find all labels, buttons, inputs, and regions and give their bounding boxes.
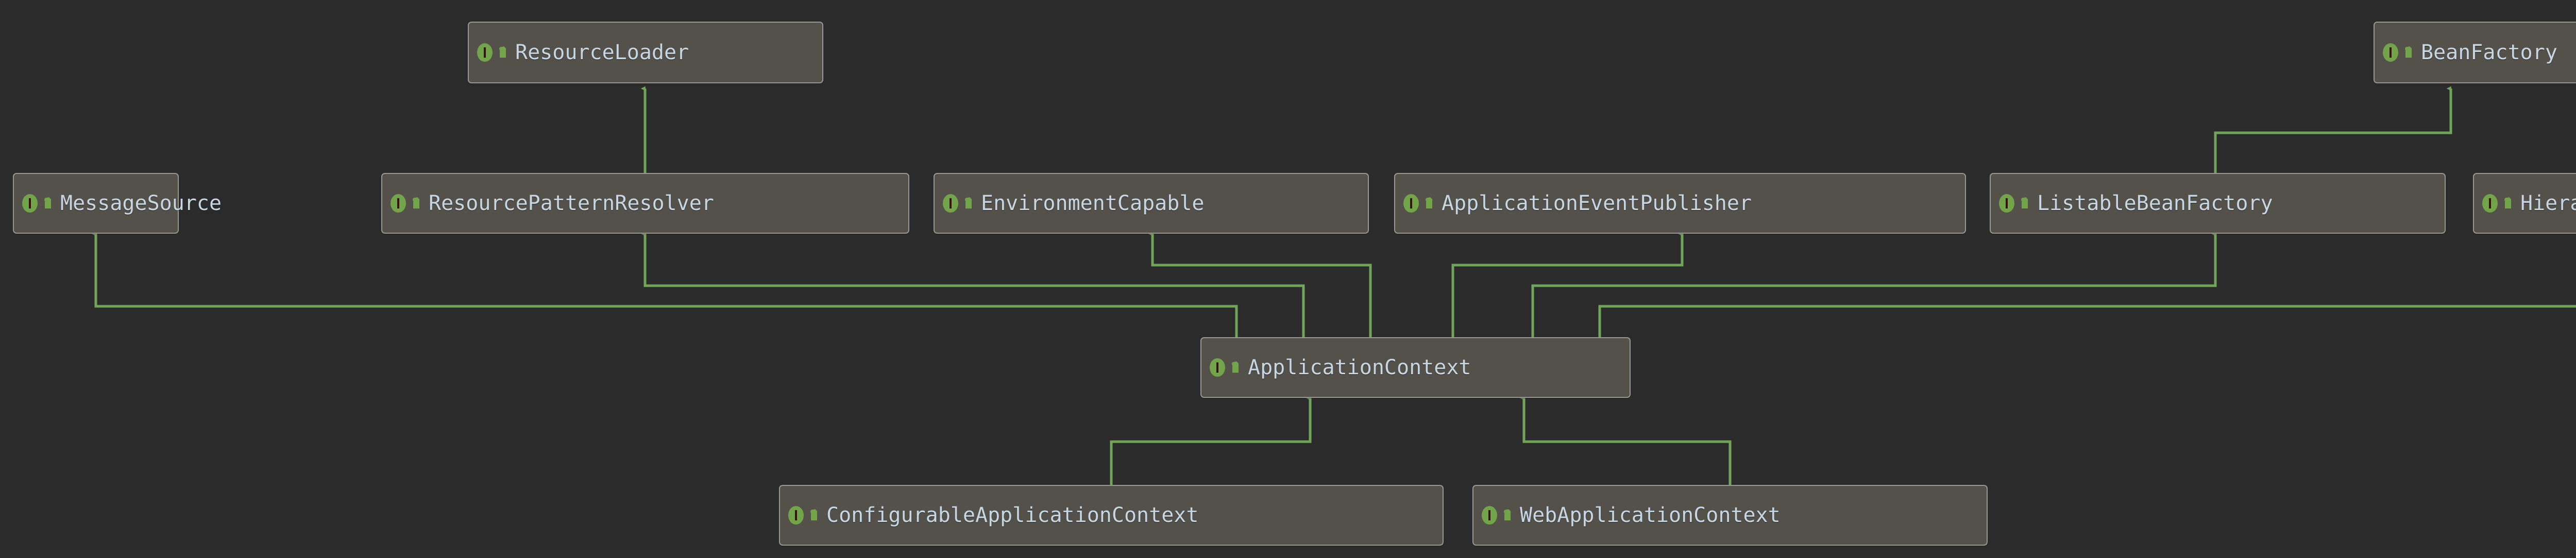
class-node-web-application-context[interactable]: WebApplicationContext — [1472, 485, 1988, 546]
interface-icon — [1998, 192, 2015, 215]
class-node-application-event-publisher[interactable]: ApplicationEventPublisher — [1394, 173, 1966, 234]
public-key-icon — [1422, 192, 1435, 215]
class-node-application-context[interactable]: ApplicationContext — [1200, 337, 1631, 398]
public-key-icon — [2018, 192, 2031, 215]
edge-ac-to-ms — [96, 234, 1236, 337]
class-node-environment-capable[interactable]: EnvironmentCapable — [934, 173, 1369, 234]
class-node-resource-loader[interactable]: ResourceLoader — [468, 22, 823, 83]
class-node-message-source[interactable]: MessageSource — [13, 173, 179, 234]
interface-icon — [1209, 356, 1226, 379]
node-icon-group — [1209, 356, 1242, 379]
public-key-icon — [496, 41, 509, 64]
class-node-configurable-application-context[interactable]: ConfigurableApplicationContext — [779, 485, 1444, 546]
interface-icon — [476, 41, 494, 64]
edge-lbf-to-bf — [2215, 89, 2451, 173]
class-node-listable-bean-factory[interactable]: ListableBeanFactory — [1990, 173, 2446, 234]
node-icon-group — [21, 192, 54, 215]
public-key-icon — [41, 192, 54, 215]
public-key-icon — [1500, 504, 1514, 527]
edge-ac-to-ec — [1153, 234, 1370, 337]
public-key-icon — [2501, 192, 2514, 215]
node-icon-group — [942, 192, 975, 215]
public-key-icon — [807, 504, 820, 527]
interface-icon — [1481, 504, 1498, 527]
class-name-web-application-context: WebApplicationContext — [1520, 505, 1781, 526]
node-icon-group — [2481, 192, 2514, 215]
node-icon-group — [1998, 192, 2031, 215]
interface-icon — [1402, 192, 1420, 215]
class-name-resource-loader: ResourceLoader — [515, 42, 689, 63]
interface-icon — [389, 192, 407, 215]
edge-ac-to-aep — [1453, 234, 1682, 337]
class-name-application-context: ApplicationContext — [1248, 357, 1471, 378]
node-icon-group — [787, 504, 820, 527]
node-icon-group — [1402, 192, 1435, 215]
interface-icon — [2481, 192, 2499, 215]
class-name-message-source: MessageSource — [60, 193, 222, 214]
public-key-icon — [2401, 41, 2415, 64]
class-node-resource-pattern-resolver[interactable]: ResourcePatternResolver — [381, 173, 909, 234]
edge-cac-to-ac — [1111, 398, 1310, 485]
class-node-hierarchical-bean-factory[interactable]: HierarchicalBeanFactory — [2473, 173, 2576, 234]
interface-icon — [21, 192, 39, 215]
node-icon-group — [2382, 41, 2415, 64]
edge-ac-to-hbf — [1600, 234, 2576, 337]
public-key-icon — [409, 192, 422, 215]
class-name-configurable-application-context: ConfigurableApplicationContext — [826, 505, 1198, 526]
node-icon-group — [476, 41, 509, 64]
class-name-listable-bean-factory: ListableBeanFactory — [2037, 193, 2273, 214]
class-name-bean-factory: BeanFactory — [2421, 42, 2557, 63]
node-icon-group — [389, 192, 422, 215]
class-name-environment-capable: EnvironmentCapable — [981, 193, 1204, 214]
class-name-resource-pattern-resolver: ResourcePatternResolver — [429, 193, 714, 214]
class-name-application-event-publisher: ApplicationEventPublisher — [1442, 193, 1752, 214]
node-icon-group — [1481, 504, 1514, 527]
class-name-hierarchical-bean-factory: HierarchicalBeanFactory — [2520, 193, 2576, 214]
public-key-icon — [1228, 356, 1242, 379]
public-key-icon — [961, 192, 975, 215]
interface-icon — [2382, 41, 2399, 64]
edge-ac-to-lbf — [1533, 234, 2215, 337]
edge-ac-to-rpr — [645, 234, 1303, 337]
interface-icon — [787, 504, 805, 527]
edge-wac-to-ac — [1524, 398, 1730, 485]
class-node-bean-factory[interactable]: BeanFactory — [2374, 22, 2576, 83]
interface-icon — [942, 192, 959, 215]
